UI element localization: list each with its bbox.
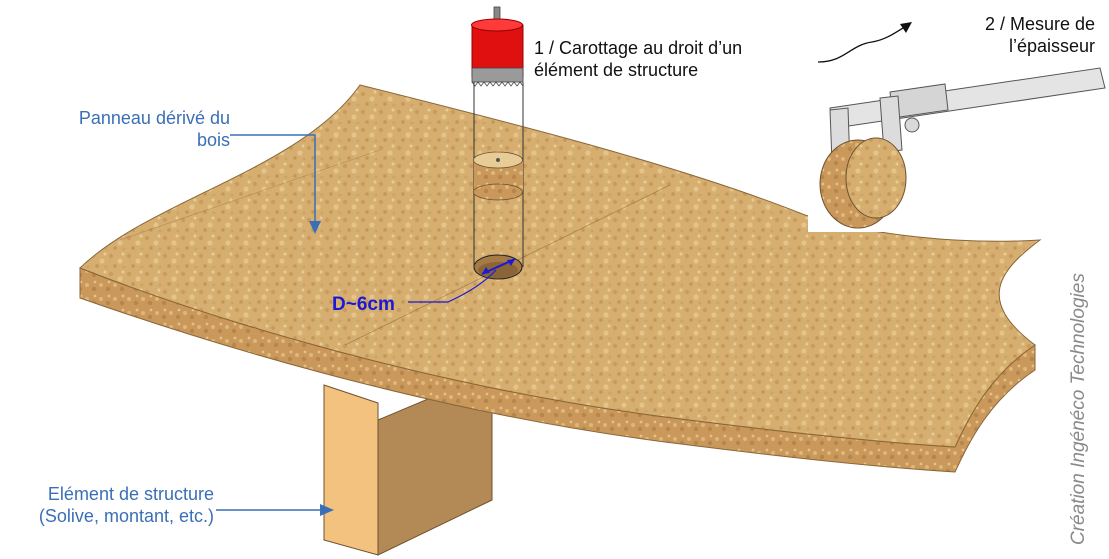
panel-joint-line-2 xyxy=(119,149,381,241)
step1-coring-label: 1 / Carottage au droit d’un élément de s… xyxy=(534,38,743,80)
panel-label: Panneau dérivé du bois xyxy=(78,108,230,150)
core-hole-inner xyxy=(478,262,518,278)
diameter-label: D~6cm xyxy=(332,294,395,315)
structure-pointer-arrow-icon xyxy=(216,504,334,516)
step2-measure-label: 2 / Mesure de l’épaisseur xyxy=(984,14,1095,56)
caliper-icon xyxy=(808,60,1108,232)
credit-watermark: Création Ingénéco Technologies xyxy=(1068,273,1089,545)
structure-element-label: Elément de structure (Solive, montant, e… xyxy=(38,484,214,526)
core-sample-icon xyxy=(473,151,523,201)
diameter-arrow-icon xyxy=(408,258,516,303)
hole-saw-icon xyxy=(471,6,524,87)
joist-front-face xyxy=(323,384,379,556)
panel-pointer-arrow-icon xyxy=(230,134,321,234)
panel-top-surface xyxy=(79,84,1042,448)
step-arrow-icon xyxy=(817,22,912,63)
